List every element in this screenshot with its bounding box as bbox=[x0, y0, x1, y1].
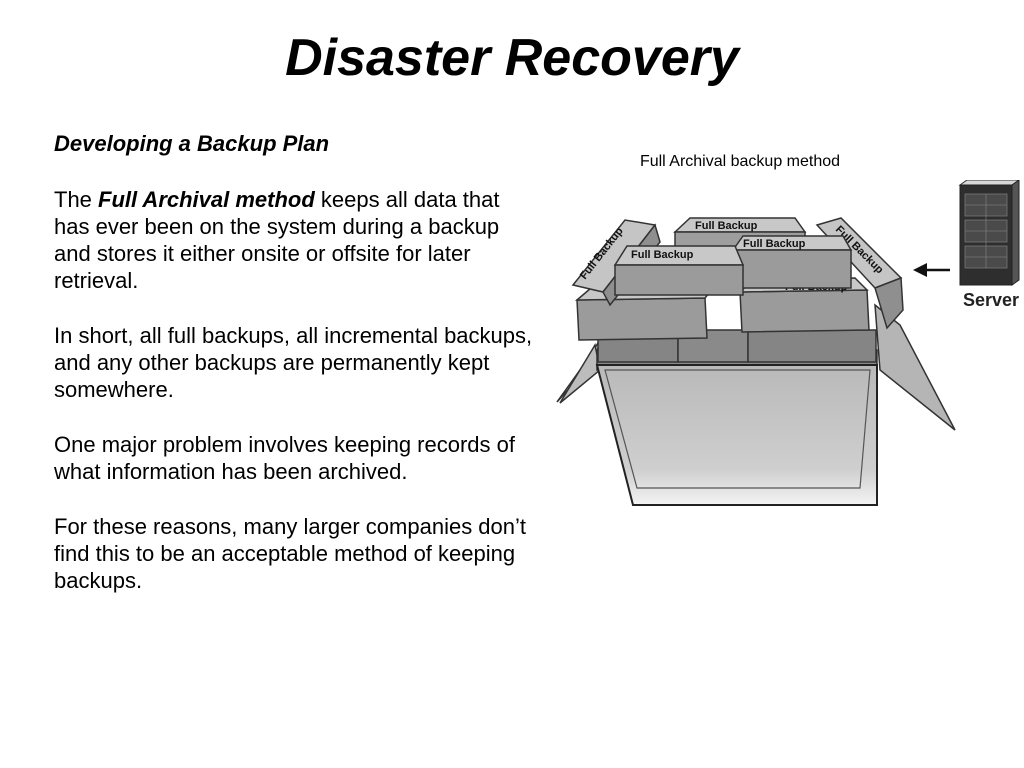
figure-caption: Full Archival backup method bbox=[639, 153, 841, 170]
box-left-flap-inner bbox=[559, 342, 601, 404]
brick-top-right: Full Backup bbox=[731, 235, 853, 289]
paragraph-short: In short, all full backups, all incremen… bbox=[54, 323, 533, 402]
full-archival-figure: Full Backup Full Backup Full Backup Full… bbox=[555, 179, 1021, 525]
section-subtitle: Developing a Backup Plan bbox=[54, 131, 330, 156]
brick-label-top-right: Full Backup bbox=[743, 238, 806, 250]
box-front bbox=[595, 364, 878, 506]
body-text: Developing a Backup Plan The Full Archiv… bbox=[54, 130, 534, 622]
brick-top-left: Full Backup bbox=[613, 245, 745, 296]
para1-prefix: The bbox=[54, 187, 99, 212]
server-label: Server bbox=[963, 290, 1019, 310]
paragraph-problem: One major problem involves keeping recor… bbox=[54, 432, 516, 484]
brick-label-top-left: Full Backup bbox=[631, 249, 694, 261]
brick-label-top-back: Full Backup bbox=[695, 220, 758, 232]
paragraph-reasons: For these reasons, many larger companies… bbox=[54, 514, 527, 593]
server-icon bbox=[958, 179, 1021, 286]
arrow-left-icon bbox=[913, 263, 950, 277]
para1-emphasis: Full Archival method bbox=[98, 187, 315, 212]
slide-title: Disaster Recovery bbox=[285, 29, 739, 87]
paragraph-full-archival: The Full Archival method keeps all data … bbox=[54, 186, 534, 294]
box-illustration: Full Backup Full Backup Full Backup Full… bbox=[556, 179, 1021, 506]
para1-rest: keeps all data that has ever been on the… bbox=[54, 187, 500, 293]
box-front-inner bbox=[604, 369, 871, 489]
